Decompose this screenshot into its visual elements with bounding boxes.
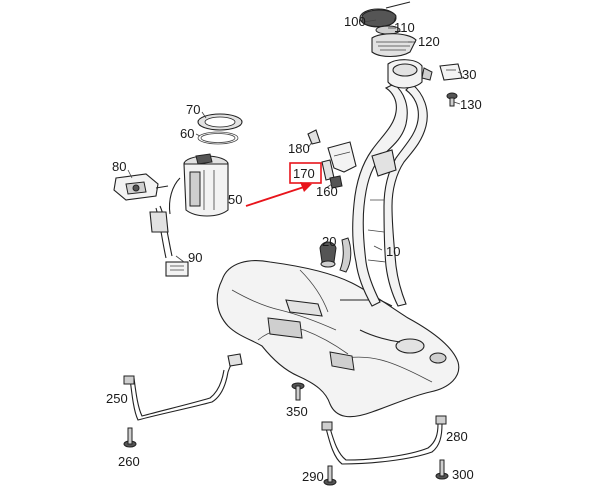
callout-280: 280 [446,429,468,444]
filler-neck-pipe [339,83,428,307]
part-350-bolt [291,382,305,401]
highlight-box-170 [289,162,322,184]
callout-10: 10 [386,244,400,259]
part-170-bracket [321,141,357,181]
callout-30: 30 [462,67,476,82]
callout-20: 20 [322,234,336,249]
callout-130: 130 [460,97,482,112]
part-260-bolt [123,427,137,448]
fuel-tank [216,260,460,418]
part-290-bolt [323,465,337,486]
callout-120: 120 [418,34,440,49]
part-80-sender-unit [113,173,169,201]
part-90-float-arm [149,205,189,277]
callout-50: 50 [228,192,242,207]
part-50-fuel-pump [168,153,229,217]
callout-labels: 100 110 120 30 130 70 60 180 170 80 160 … [106,14,482,484]
callout-290: 290 [302,469,324,484]
part-250-tank-strap [123,353,243,421]
callout-350: 350 [286,404,308,419]
callout-250: 250 [106,391,128,406]
filler-cap-assembly [359,1,433,89]
callout-300: 300 [452,467,474,482]
part-60-seal [197,131,239,145]
highlight-arrow [245,182,312,207]
part-30-clip [439,63,463,81]
callout-170: 170 [293,166,315,181]
callout-80: 80 [112,159,126,174]
part-70-lock-ring [197,113,243,131]
part-180-clip [307,129,321,145]
callout-180: 180 [288,141,310,156]
callout-90: 90 [188,250,202,265]
part-280-tank-strap [321,415,447,465]
callout-70: 70 [186,102,200,117]
callout-60: 60 [180,126,194,141]
callout-260: 260 [118,454,140,469]
part-20-grommet [319,241,337,268]
part-300-bolt [435,459,449,480]
leader-lines [127,19,463,263]
callout-110: 110 [394,20,415,35]
part-130-screw [446,92,458,107]
callout-100: 100 [344,14,366,29]
callout-160: 160 [316,184,338,199]
